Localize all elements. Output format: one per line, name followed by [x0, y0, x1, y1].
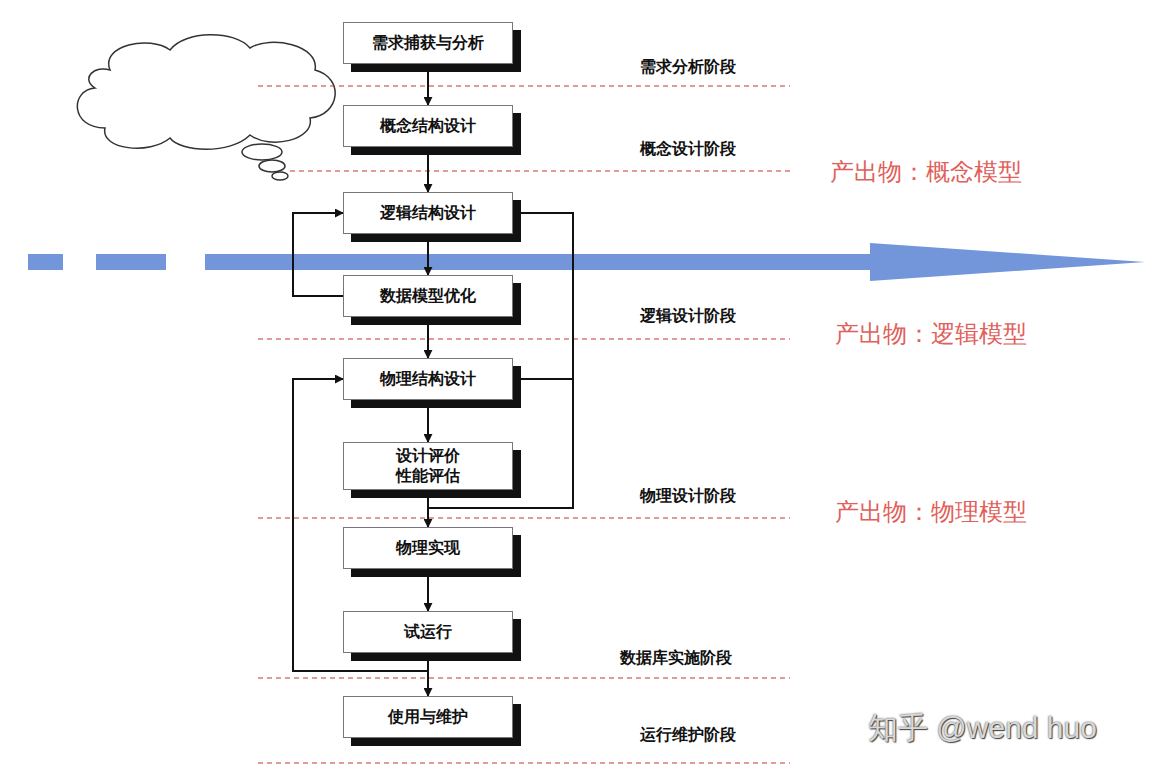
box-label: 物理实现 — [396, 538, 460, 558]
watermark: 知乎 @wend huo — [868, 708, 1097, 749]
stage-label: 运行维护阶段 — [640, 725, 736, 746]
process-box: 设计评价 性能评估 — [343, 442, 513, 490]
box-label: 设计评价 性能评估 — [388, 446, 468, 486]
output-label: 产出物：逻辑模型 — [835, 318, 1027, 350]
stage-label: 概念设计阶段 — [640, 139, 736, 160]
stage-divider — [258, 86, 790, 763]
box-label: 需求捕获与分析 — [372, 33, 484, 53]
stage-label: 数据库实施阶段 — [620, 648, 732, 669]
process-box: 物理实现 — [343, 527, 513, 569]
flow-arrow — [427, 147, 429, 192]
box-label: 数据模型优化 — [380, 286, 476, 306]
flow-arrow — [427, 569, 429, 611]
box-label: 物理结构设计 — [380, 369, 476, 389]
process-box: 需求捕获与分析 — [343, 22, 513, 64]
stage-label: 需求分析阶段 — [640, 57, 736, 78]
box-label: 概念结构设计 — [380, 116, 476, 136]
stage-label: 逻辑设计阶段 — [640, 306, 736, 327]
flow-arrow — [293, 213, 343, 296]
flow-arrow — [427, 317, 429, 358]
box-label: 使用与维护 — [388, 707, 468, 727]
process-box: 物理结构设计 — [343, 358, 513, 400]
flow-arrow — [427, 64, 429, 105]
process-box: 数据模型优化 — [343, 275, 513, 317]
output-label: 产出物：物理模型 — [835, 496, 1027, 528]
process-box: 概念结构设计 — [343, 105, 513, 147]
process-box: 试运行 — [343, 611, 513, 653]
timeline-arrow — [28, 243, 1145, 281]
stage-label: 物理设计阶段 — [640, 486, 736, 507]
flow-arrow — [427, 653, 429, 696]
process-box: 使用与维护 — [343, 696, 513, 738]
box-label: 试运行 — [404, 622, 452, 642]
thought-cloud — [77, 35, 335, 180]
flow-arrow — [427, 400, 429, 442]
output-label: 产出物：概念模型 — [830, 156, 1022, 188]
flow-arrow — [427, 490, 429, 527]
flow-arrow — [427, 234, 429, 275]
box-label: 逻辑结构设计 — [380, 203, 476, 223]
process-box: 逻辑结构设计 — [343, 192, 513, 234]
